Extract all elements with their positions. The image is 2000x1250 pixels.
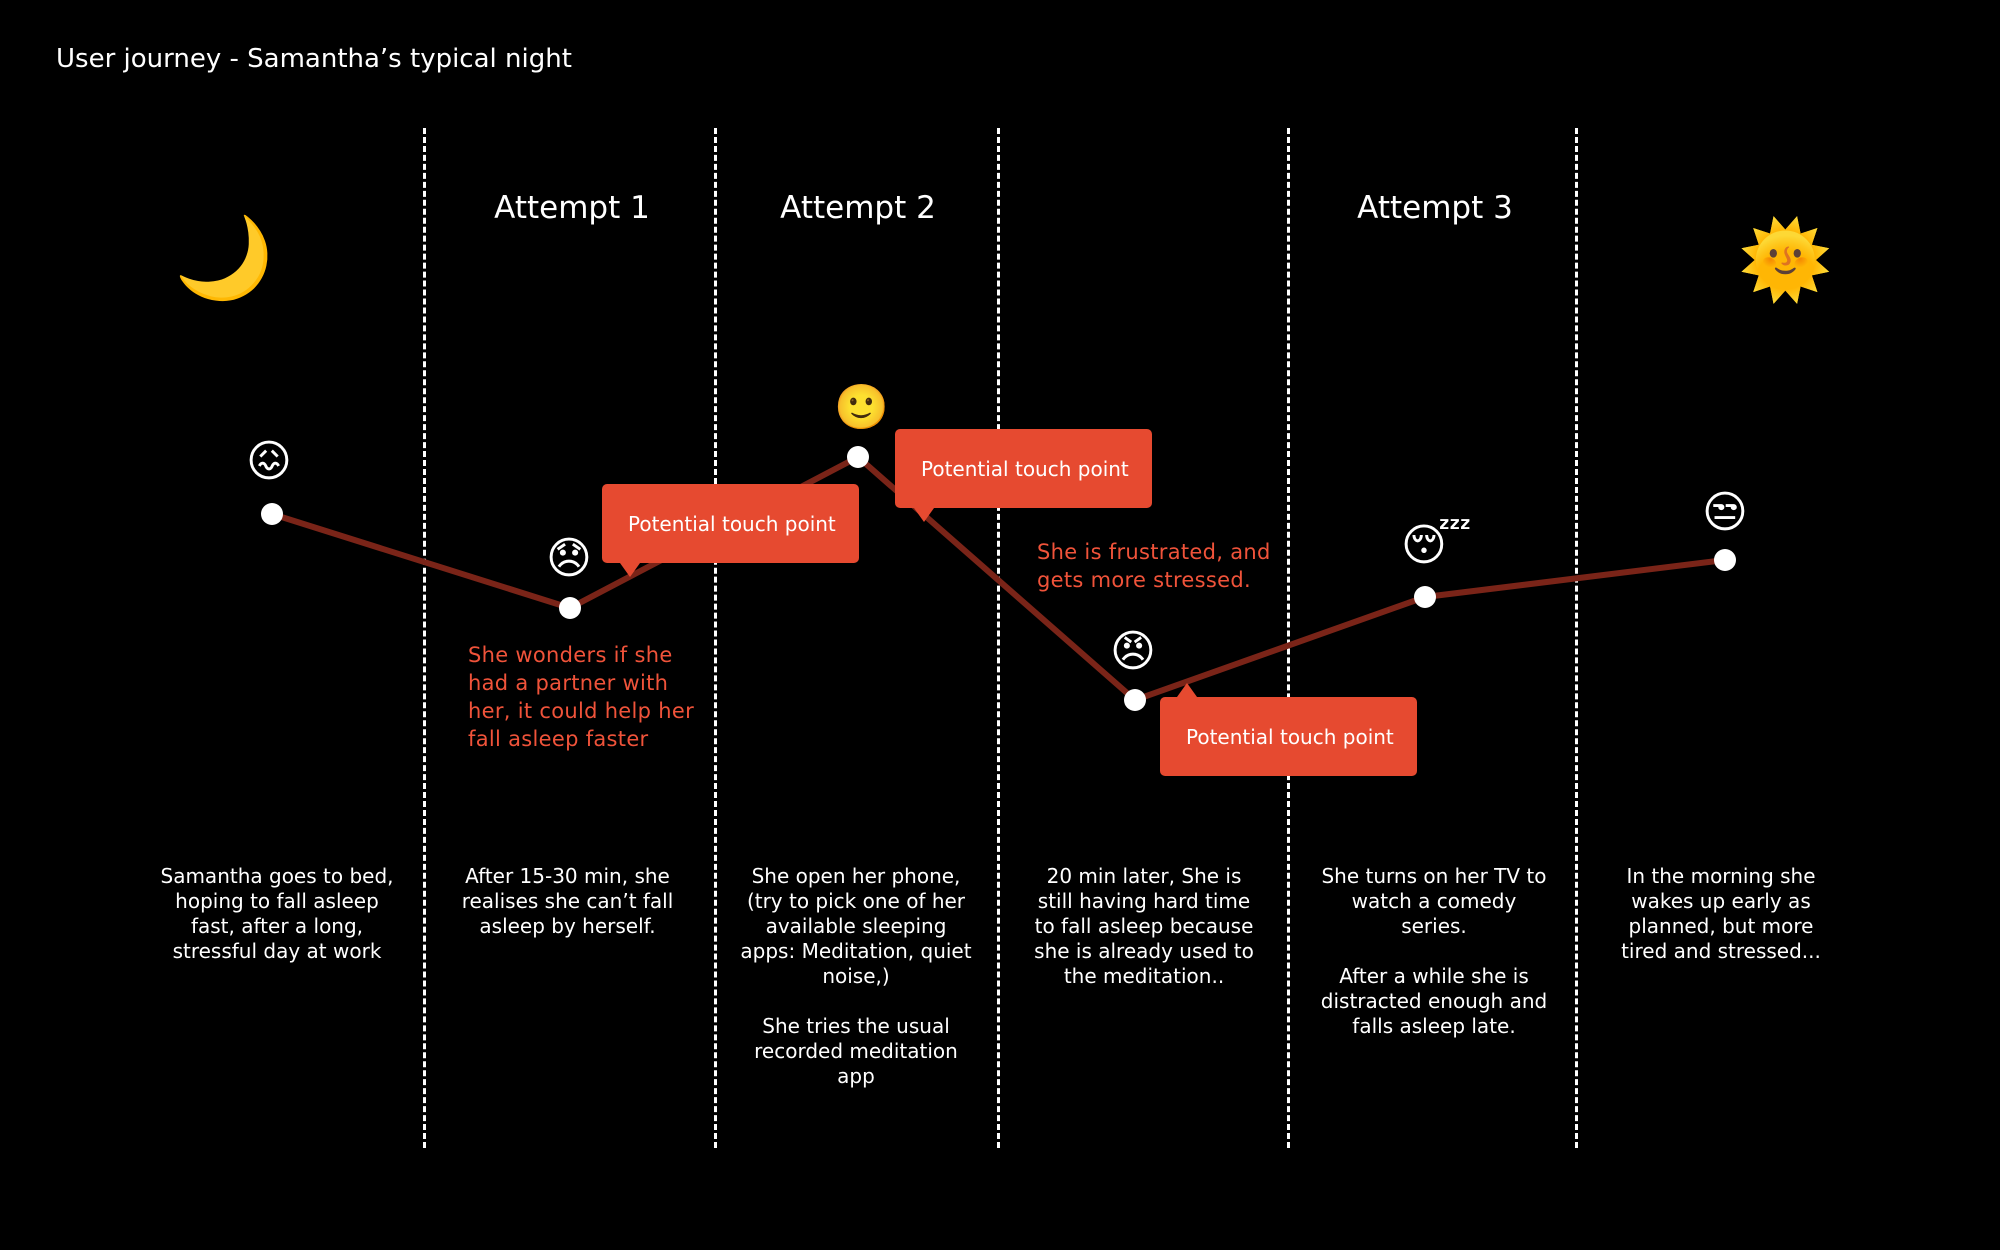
confounded-face-icon: 😖: [246, 436, 292, 487]
callout-tail: [1177, 683, 1197, 697]
journey-point: [1124, 689, 1146, 711]
phase-heading-attempt-2: Attempt 2: [780, 190, 936, 226]
sun-with-face-icon: 🌞: [1738, 215, 1833, 304]
journey-point: [1414, 586, 1436, 608]
phase-heading-attempt-1: Attempt 1: [494, 190, 650, 226]
angry-face-icon: 😠: [1110, 626, 1156, 677]
step-description-2: After 15-30 min, she realises she can’t …: [461, 864, 674, 938]
page-title: User journey - Samantha’s typical night: [56, 44, 572, 74]
journey-point: [261, 503, 283, 525]
callout-tail: [620, 563, 640, 577]
touch-point-callout-1: Potential touch point: [602, 484, 859, 577]
journey-point: [847, 446, 869, 468]
phase-divider: [997, 128, 1000, 1148]
callout-label: Potential touch point: [921, 456, 1129, 481]
step-description-1: Samantha goes to bed, hoping to fall asl…: [160, 864, 394, 963]
phase-divider: [1575, 128, 1578, 1148]
callout-tail: [914, 508, 934, 522]
callout-label: Potential touch point: [1186, 724, 1394, 749]
phase-heading-attempt-3: Attempt 3: [1357, 190, 1513, 226]
touch-point-callout-3: Potential touch point: [1160, 683, 1417, 776]
slightly-smiling-face-icon: 🙂: [834, 382, 889, 433]
phase-divider: [423, 128, 426, 1148]
disappointed-face-icon: 😞: [546, 533, 592, 584]
journey-point: [1714, 549, 1736, 571]
step-description-5: She turns on her TV to watch a comedy se…: [1320, 864, 1548, 1038]
touch-point-callout-2: Potential touch point: [895, 429, 1152, 522]
phase-divider: [714, 128, 717, 1148]
step-description-3: She open her phone, (try to pick one of …: [740, 864, 972, 1088]
thought-text-frustrated: She is frustrated, and gets more stresse…: [1037, 540, 1271, 592]
phase-divider: [1287, 128, 1290, 1148]
step-description-6: In the morning she wakes up early as pla…: [1621, 864, 1821, 963]
callout-label: Potential touch point: [628, 511, 836, 536]
crescent-moon-icon: 🌙: [174, 211, 274, 304]
sleeping-face-icon: 😴: [1401, 520, 1472, 571]
step-description-4: 20 min later, She is still having hard t…: [1034, 864, 1254, 988]
journey-point: [559, 597, 581, 619]
thought-text-partner: She wonders if she had a partner with he…: [468, 643, 695, 751]
unamused-face-icon: 😒: [1702, 487, 1748, 538]
